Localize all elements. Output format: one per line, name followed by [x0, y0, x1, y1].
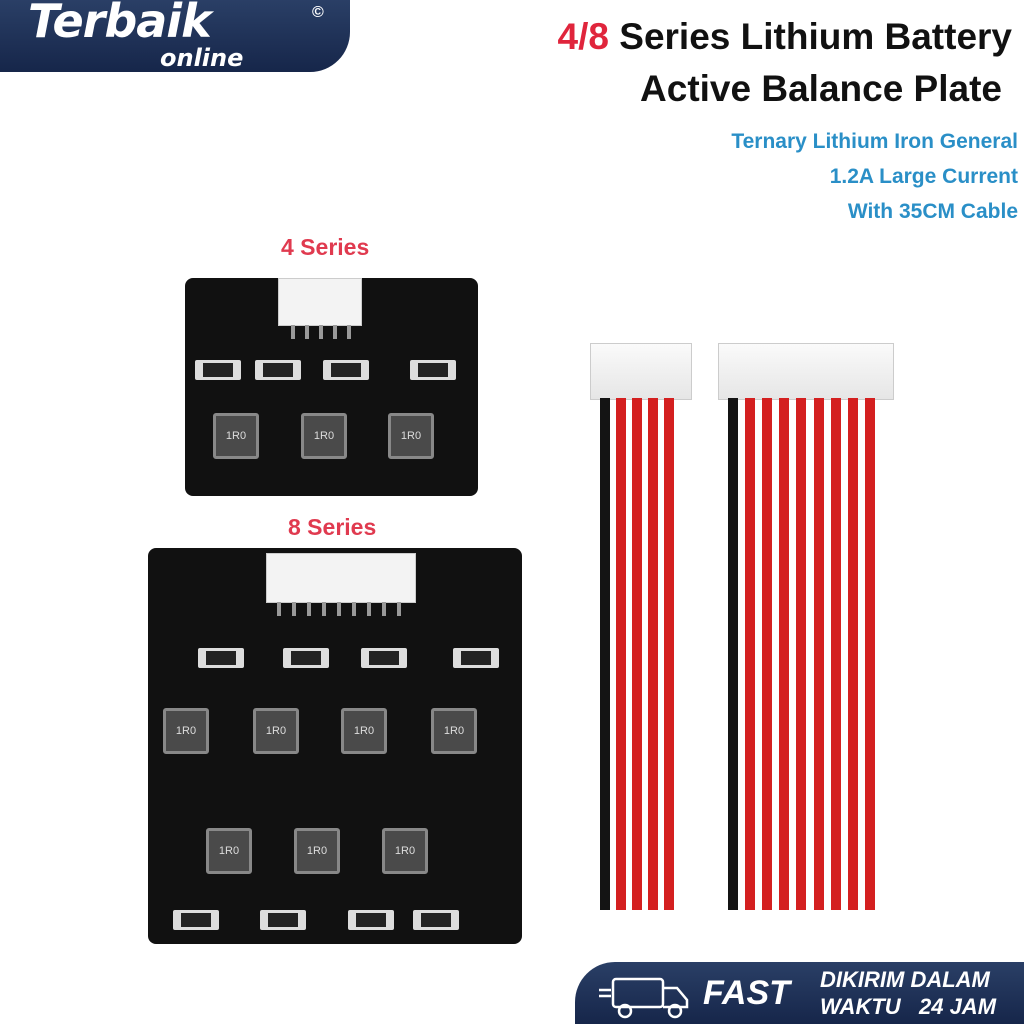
diode [410, 360, 456, 380]
inductor: 1R0 [213, 413, 259, 459]
cable-4-series [590, 343, 692, 913]
logo-reg: © [312, 4, 324, 21]
feature-3: With 35CM Cable [847, 200, 1018, 223]
board-label-8s: 8 Series [288, 514, 377, 540]
fast-label: FAST [703, 974, 790, 1012]
diode [260, 910, 306, 930]
shipping-line1: DIKIRIM DALAM [820, 967, 990, 992]
red-wire [830, 398, 841, 910]
connector-pin [292, 602, 296, 616]
black-wire [600, 398, 610, 910]
board-label-4s: 4 Series [281, 234, 370, 260]
red-wire [813, 398, 824, 910]
connector-pin [397, 602, 401, 616]
inductor: 1R0 [163, 708, 209, 754]
diode [198, 648, 244, 668]
red-wire [779, 398, 790, 910]
diode [348, 910, 394, 930]
board-4-series: 1R0 1R0 1R0 [185, 278, 478, 496]
connector-pin [277, 602, 281, 616]
connector-pin [367, 602, 371, 616]
logo-sub: online [160, 44, 244, 72]
connector-pin [352, 602, 356, 616]
connector-pin [382, 602, 386, 616]
red-wire [745, 398, 756, 910]
diode [283, 648, 329, 668]
inductor: 1R0 [206, 828, 252, 874]
connector-pin [337, 602, 341, 616]
truck-icon [599, 977, 689, 1019]
board-connector [278, 278, 362, 339]
diode [323, 360, 369, 380]
inductor: 1R0 [388, 413, 434, 459]
inductor: 1R0 [301, 413, 347, 459]
cable-connector [718, 343, 894, 400]
logo-text: Terbaik [28, 0, 212, 48]
diode [255, 360, 301, 380]
board-connector [266, 553, 416, 616]
brand-logo: Terbaik online © [0, 0, 350, 72]
connector-pin [333, 325, 337, 339]
red-wire [864, 398, 875, 910]
red-wire [648, 398, 658, 910]
connector-pin [347, 325, 351, 339]
red-wire [632, 398, 642, 910]
diode [453, 648, 499, 668]
diode [173, 910, 219, 930]
diode [361, 648, 407, 668]
feature-2: 1.2A Large Current [829, 165, 1018, 188]
red-wire [796, 398, 807, 910]
inductor: 1R0 [341, 708, 387, 754]
inductor: 1R0 [431, 708, 477, 754]
feature-1: Ternary Lithium Iron General [731, 130, 1018, 153]
black-wire [728, 398, 738, 910]
connector-pin [291, 325, 295, 339]
shipping-banner: FAST DIKIRIM DALAM WAKTU 24 JAM [575, 962, 1024, 1024]
connector-pin [322, 602, 326, 616]
red-wire [762, 398, 773, 910]
inductor: 1R0 [382, 828, 428, 874]
red-wire [847, 398, 858, 910]
board-8-series: 1R0 1R0 1R0 1R0 1R0 1R0 1R0 [148, 548, 522, 944]
diode [195, 360, 241, 380]
connector-pin [319, 325, 323, 339]
diode [413, 910, 459, 930]
cable-connector [590, 343, 692, 400]
red-wire [616, 398, 626, 910]
red-wire [664, 398, 674, 910]
connector-pin [307, 602, 311, 616]
inductor: 1R0 [294, 828, 340, 874]
title-line2: Active Balance Plate [640, 68, 1002, 109]
cable-8-series [718, 343, 894, 913]
title-line1: 4/8 Series Lithium Battery [558, 16, 1012, 58]
inductor: 1R0 [253, 708, 299, 754]
title-accent: 4/8 [557, 16, 609, 57]
title-text: Series Lithium Battery [608, 16, 1012, 57]
connector-pin [305, 325, 309, 339]
shipping-line2: WAKTU 24 JAM [820, 994, 997, 1019]
